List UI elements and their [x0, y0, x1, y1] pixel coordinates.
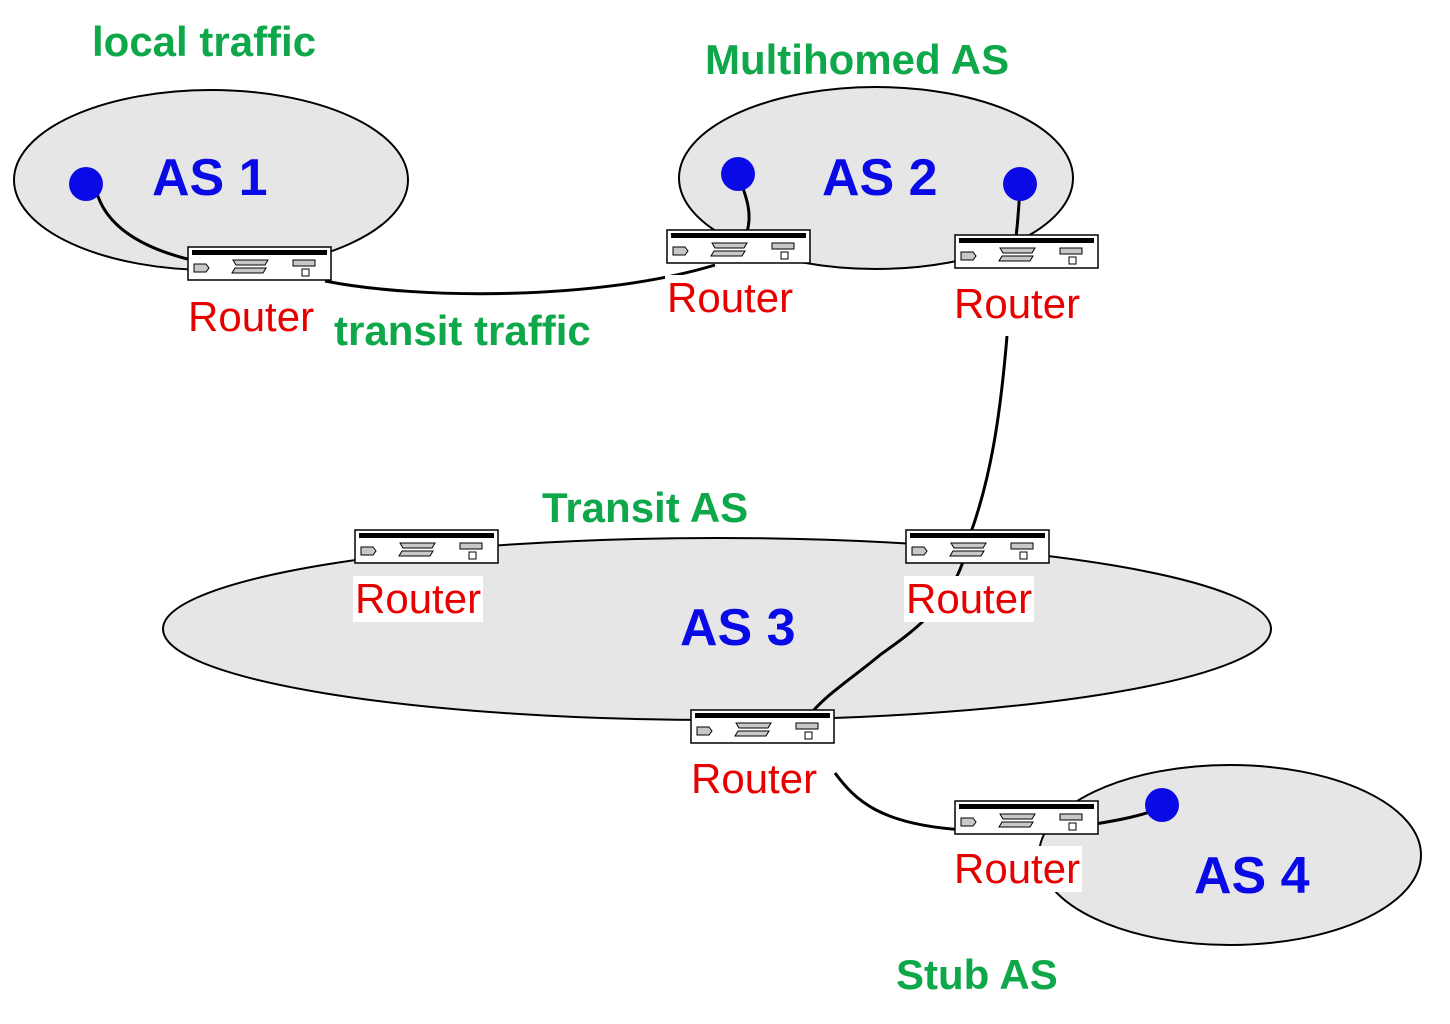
as2-domain [678, 86, 1074, 270]
as2-left-host-icon [721, 157, 755, 191]
transit-as-label: Transit AS [542, 484, 749, 531]
as4-router-label: Router [952, 845, 1083, 892]
as1-label: AS 1 [152, 149, 268, 207]
as4-host-icon [1145, 788, 1179, 822]
link-as2-as3 [968, 335, 1009, 536]
stub-as-label: Stub AS [896, 951, 1058, 998]
link-as3-as4 [833, 772, 966, 832]
as3-right-router-label: Router [904, 575, 1035, 622]
as4-label: AS 4 [1194, 847, 1310, 905]
as3-left-router-label: Router [353, 575, 484, 622]
multihomed-as-label: Multihomed AS [705, 36, 1010, 83]
local-traffic-label: local traffic [92, 18, 317, 65]
as2-right-host-icon [1003, 167, 1037, 201]
as1-host-icon [69, 167, 103, 201]
as2-label: AS 2 [822, 149, 938, 207]
link-as1-host-router [94, 189, 206, 265]
as2-right-router-label: Router [952, 280, 1083, 327]
as2-left-router-label: Router [665, 274, 796, 321]
as3-label: AS 3 [680, 599, 796, 657]
transit-traffic-label: transit traffic [334, 307, 591, 354]
as3-bottom-router-label: Router [689, 755, 820, 802]
as1-router-label: Router [186, 293, 317, 340]
